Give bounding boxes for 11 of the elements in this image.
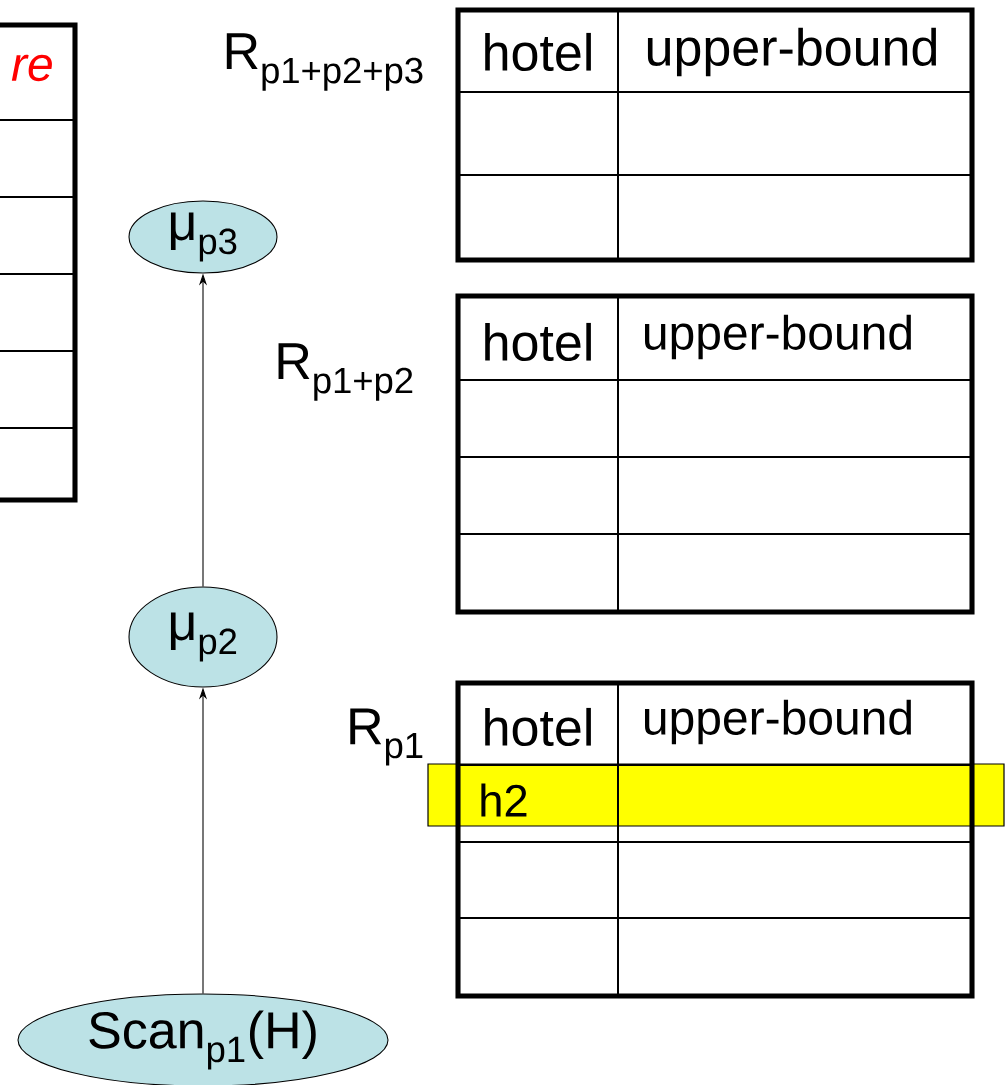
column-header: hotel [485,707,591,747]
column-header: upper-bound [645,699,911,745]
cell-text: h2 [481,783,527,817]
column-header: upper-bound [647,27,937,77]
column-header: upper-bound [645,314,911,360]
relation-label: R$_{p1+p2}$ [278,343,413,401]
relation-label: R$_{p1}$ [350,708,423,766]
column-header: hotel [485,32,591,72]
column-header: hotel [485,322,591,362]
relation-label: R$_{p1+p2+p3}$ [226,33,423,91]
column-header: re [11,54,52,82]
